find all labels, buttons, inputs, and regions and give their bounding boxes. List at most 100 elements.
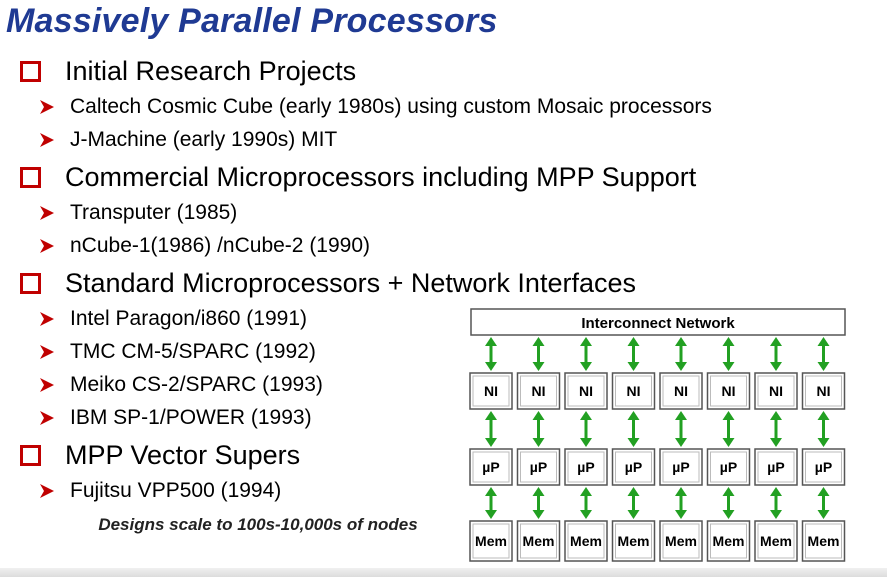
microprocessor-box-inner xyxy=(567,451,605,483)
arrow-head-up xyxy=(770,411,782,420)
arrow-head-down xyxy=(770,362,782,371)
arrow-head-up xyxy=(485,411,497,420)
arrow-head-up xyxy=(580,487,592,496)
arrow-head-down xyxy=(817,438,830,447)
ni-label: NI xyxy=(722,383,736,399)
arrow-head-up xyxy=(770,487,782,496)
ni-label: NI xyxy=(817,383,831,399)
arrow-head-up xyxy=(532,337,545,346)
ni-box-inner xyxy=(472,375,510,407)
ni-label: NI xyxy=(769,383,783,399)
arrow-head-down xyxy=(627,438,640,447)
ni-label: NI xyxy=(484,383,498,399)
section-label: MPP Vector Supers xyxy=(65,440,301,470)
microprocessor-label: µP xyxy=(530,459,547,475)
microprocessor-box-inner xyxy=(472,451,510,483)
arrow-head-down xyxy=(627,510,640,519)
arrow-head-up xyxy=(722,487,735,496)
microprocessor-box-inner xyxy=(757,451,795,483)
ni-box xyxy=(564,372,608,410)
memory-box xyxy=(564,520,608,562)
item-label: IBM SP-1/POWER (1993) xyxy=(70,406,312,429)
arrow-bullet-icon xyxy=(40,378,54,392)
microprocessor-box-inner xyxy=(520,451,557,483)
memory-box-inner xyxy=(805,523,842,559)
list-item: TMC CM-5/SPARC (1992) xyxy=(40,340,316,364)
ni-box xyxy=(611,372,656,410)
ni-box-inner xyxy=(615,375,652,407)
item-label: nCube-1(1986) /nCube-2 (1990) xyxy=(70,234,371,257)
arrow-head-down xyxy=(675,438,687,447)
arrow-head-up xyxy=(627,487,640,496)
memory-box xyxy=(611,520,656,562)
arrow-head-up xyxy=(485,337,497,346)
arrow-head-down xyxy=(675,510,687,519)
arrow-head-up xyxy=(532,487,545,496)
arrow-head-down xyxy=(770,510,782,519)
ni-box xyxy=(706,372,751,410)
arrow-bullet-icon xyxy=(40,100,54,114)
microprocessor-box-inner xyxy=(710,451,747,483)
memory-label: Mem xyxy=(570,533,602,549)
item-label: Fujitsu VPP500 (1994) xyxy=(70,479,282,502)
ni-box xyxy=(801,372,846,410)
arrow-head-down xyxy=(627,362,640,371)
microprocessor-label: µP xyxy=(720,459,737,475)
memory-box-inner xyxy=(615,523,652,559)
arrow-head-down xyxy=(532,438,545,447)
arrow-bullet-icon xyxy=(40,345,54,359)
interconnect-network-box xyxy=(470,308,846,336)
memory-box-inner xyxy=(567,523,605,559)
arrow-bullet-icon xyxy=(40,239,54,253)
microprocessor-box xyxy=(469,448,513,486)
arrow-head-up xyxy=(580,337,592,346)
microprocessor-box-inner xyxy=(662,451,700,483)
memory-box xyxy=(754,520,798,562)
list-item: J-Machine (early 1990s) MIT xyxy=(40,128,337,152)
section-label: Standard Microprocessors + Network Inter… xyxy=(65,268,636,298)
ni-label: NI xyxy=(674,383,688,399)
ni-box xyxy=(754,372,798,410)
memory-label: Mem xyxy=(475,533,507,549)
microprocessor-box xyxy=(801,448,846,486)
memory-box-inner xyxy=(662,523,700,559)
square-bullet-icon xyxy=(20,167,41,188)
memory-box-inner xyxy=(520,523,557,559)
scaling-note: Designs scale to 100s-10,000s of nodes xyxy=(98,515,418,534)
section-label: Initial Research Projects xyxy=(65,56,357,86)
ni-box xyxy=(516,372,561,410)
memory-box xyxy=(801,520,846,562)
footer-bar xyxy=(0,568,887,577)
microprocessor-box xyxy=(659,448,703,486)
arrow-head-up xyxy=(580,411,592,420)
interconnect-network-label: Interconnect Network xyxy=(581,315,735,332)
list-item: Transputer (1985) xyxy=(40,201,237,225)
memory-box xyxy=(706,520,751,562)
arrow-head-down xyxy=(485,510,497,519)
list-item: Intel Paragon/i860 (1991) xyxy=(40,307,307,331)
memory-box xyxy=(659,520,703,562)
arrow-head-down xyxy=(722,362,735,371)
square-bullet-icon xyxy=(20,445,41,466)
ni-box-inner xyxy=(520,375,557,407)
arrow-bullet-icon xyxy=(40,133,54,147)
section-standard-microprocessors: Standard Microprocessors + Network Inter… xyxy=(20,268,636,299)
arrow-head-up xyxy=(722,411,735,420)
ni-box-inner xyxy=(805,375,842,407)
arrow-bullet-icon xyxy=(40,312,54,326)
item-label: Caltech Cosmic Cube (early 1980s) using … xyxy=(70,95,712,118)
section-commercial-microprocessors: Commercial Microprocessors including MPP… xyxy=(20,162,696,193)
arrow-head-up xyxy=(675,337,687,346)
memory-box-inner xyxy=(710,523,747,559)
microprocessor-box xyxy=(516,448,561,486)
list-item: Caltech Cosmic Cube (early 1980s) using … xyxy=(40,95,712,119)
memory-label: Mem xyxy=(808,533,840,549)
memory-box-inner xyxy=(757,523,795,559)
item-label: J-Machine (early 1990s) MIT xyxy=(70,128,338,151)
slide-title: Massively Parallel Processors xyxy=(6,2,498,40)
list-item: nCube-1(1986) /nCube-2 (1990) xyxy=(40,234,370,258)
arrow-head-up xyxy=(627,337,640,346)
square-bullet-icon xyxy=(20,61,41,82)
arrow-head-down xyxy=(675,362,687,371)
